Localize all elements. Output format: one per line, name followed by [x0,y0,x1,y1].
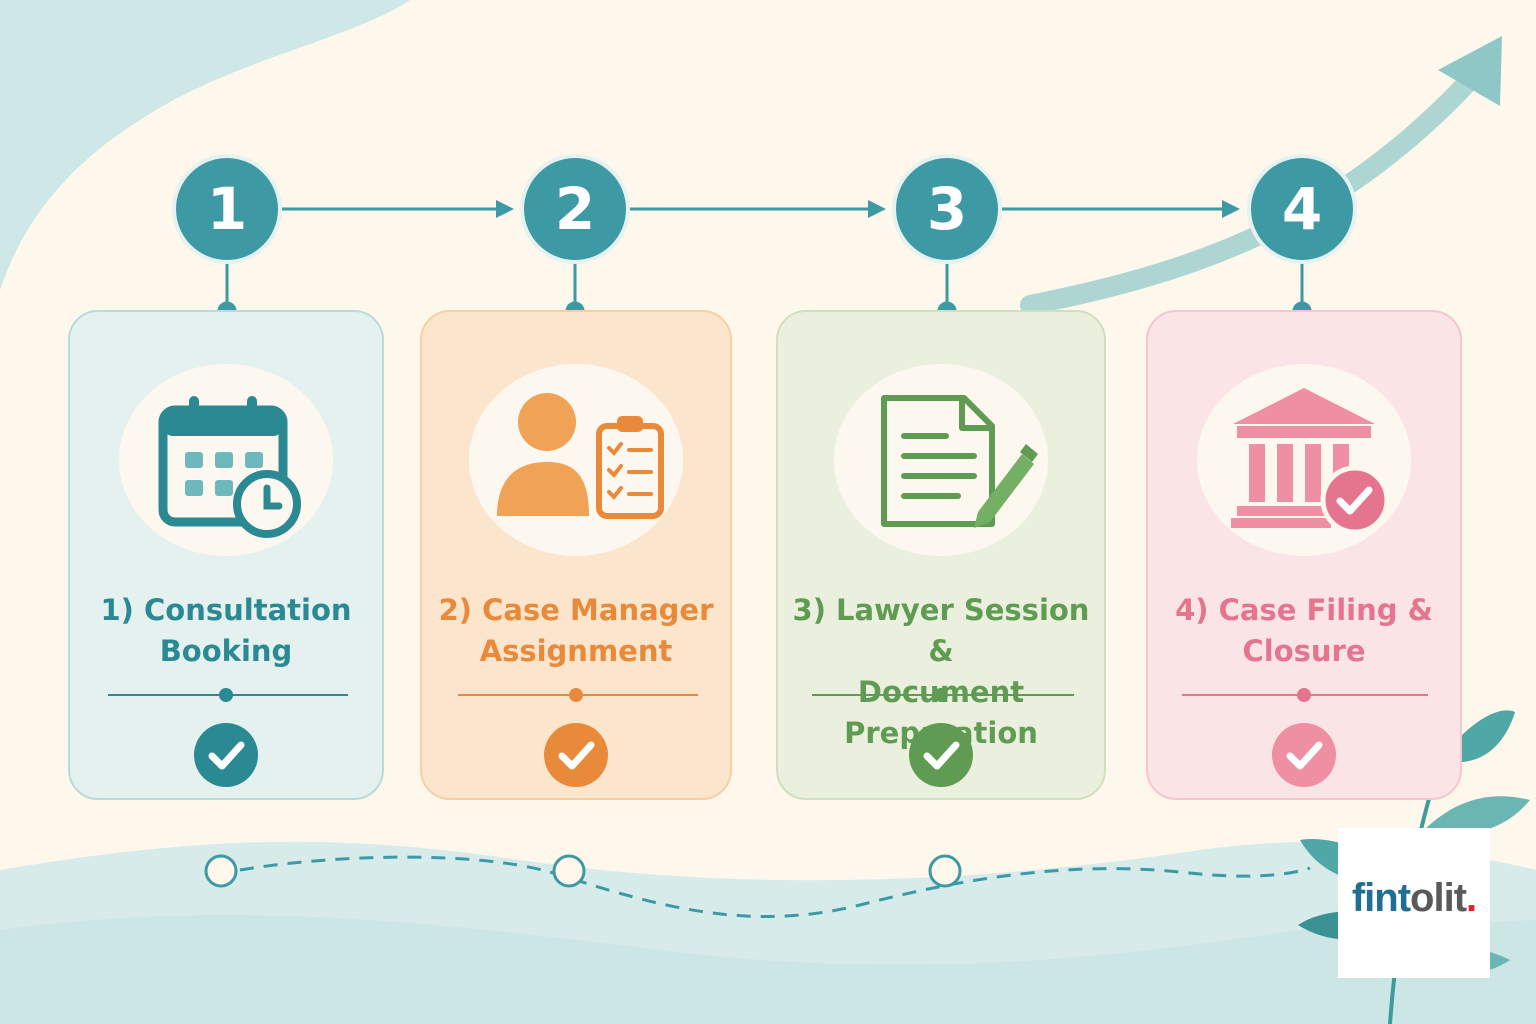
person-clipboard-icon [497,393,664,519]
check-icon [558,741,595,770]
brand-logo: fintolit. [1338,828,1490,978]
step-title-1: 1) Consultation Booking [100,593,352,668]
step-number-4: 4 [1251,158,1353,260]
bottom-wave-light [0,915,1536,1024]
step-title-4: 4) Case Filing & Closure [1175,593,1433,668]
completed-check-2 [544,723,608,787]
check-icon [923,741,960,770]
step-title-2: 2) Case Manager Assignment [438,593,714,668]
step-number-1: 1 [176,158,278,260]
divider-dot [934,688,948,702]
divider-dot [569,688,583,702]
growth-arrow-line [1020,70,1480,315]
brand-part-1: fint [1351,876,1411,920]
completed-check-4 [1272,723,1336,787]
courthouse-check-icon [1231,388,1390,535]
icon-circle [469,364,683,556]
icon-circle [834,364,1048,556]
icon-circle [119,364,333,556]
document-pen-icon [881,395,1038,528]
divider-dot [1297,688,1311,702]
growth-arrow-head [1438,36,1502,106]
step-card-1: 1) Consultation Booking [68,310,384,800]
calendar-clock-icon [158,396,301,538]
check-icon [1286,741,1323,770]
step-card-2: 2) Case Manager Assignment [420,310,732,800]
completed-check-1 [194,723,258,787]
brand-logo-text: fintolit. [1338,876,1490,921]
brand-part-2: olit [1410,876,1467,920]
step-card-4: 4) Case Filing & Closure [1146,310,1462,800]
icon-circle [1197,364,1411,556]
top-left-wave [0,0,410,290]
progress-nodes [204,854,962,888]
completed-check-3 [909,723,973,787]
step-connectors [217,200,1312,321]
step-number-3: 3 [896,158,998,260]
divider-dot [219,688,233,702]
step-number-2: 2 [524,158,626,260]
brand-part-3: . [1466,876,1477,920]
dashed-progress-path [239,855,1311,918]
check-icon [208,741,245,770]
step-card-3: 3) Lawyer Session & Document Preparation [776,310,1106,800]
